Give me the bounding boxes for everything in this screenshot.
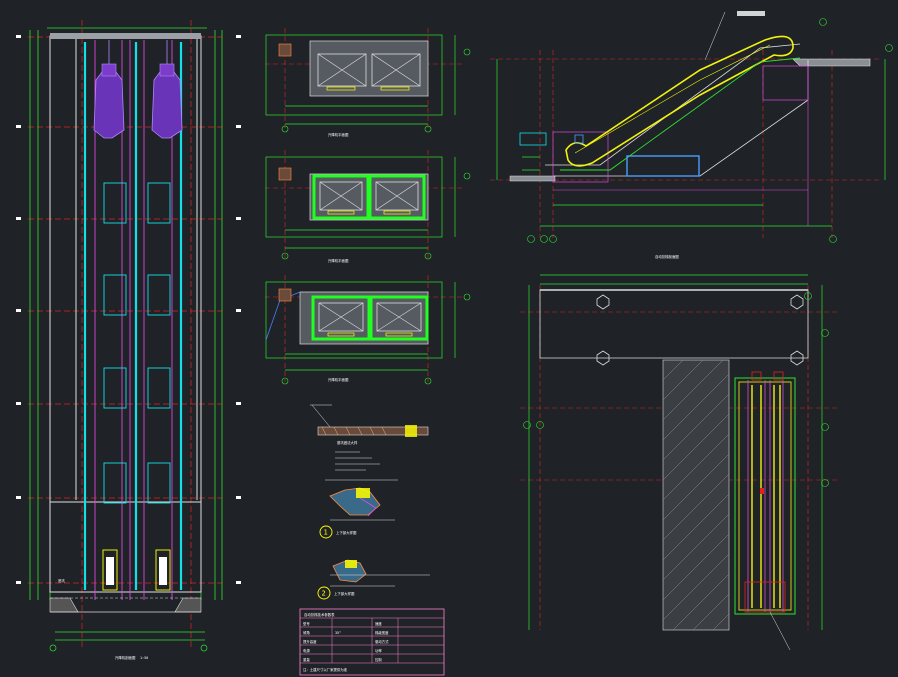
spec-table-note: 注：土建尺寸以厂家提供为准 [303, 667, 348, 672]
counterweights [102, 549, 171, 591]
escalator-section-title: 自动扶梯剖面图 [655, 254, 679, 259]
pit-detail-title: 基坑做法大样 [337, 440, 358, 445]
plan-2-title: 升降机平面图 [328, 258, 349, 263]
detail-2: 2 上下部大样图 [317, 559, 430, 600]
elevator-shaft-section: 升降机剖面图 1:50 底坑 [16, 20, 241, 660]
spec-cell: 梯级宽度 [375, 630, 389, 635]
detail-1-title: 上下部大样图 [336, 530, 357, 535]
landing-doors [103, 182, 171, 504]
elevator-section-title: 升降机剖面图 [115, 655, 136, 660]
shaft-walls [49, 35, 202, 593]
spec-cell: 35° [335, 631, 341, 635]
detail-1-number: 1 [324, 529, 328, 537]
spec-cell: 倾角 [303, 630, 310, 635]
detail-1: 1 上下部大样图 [319, 479, 398, 539]
guide-rails [83, 42, 183, 590]
top-slab [50, 33, 201, 39]
spec-table: 自动扶梯技术参数表 型号 速度 倾角 35° 梯级宽度 提升高度 驱动方式 电源… [299, 608, 445, 676]
elevator-plan-1: 升降机平面图 [265, 28, 471, 137]
spec-cell: 型号 [303, 621, 310, 626]
spec-cell: 重量 [303, 657, 310, 662]
elevator-section-scale: 1:50 [140, 656, 148, 660]
shaft-pit [49, 597, 202, 613]
elevator-plan-2: 升降机平面图 [265, 150, 471, 263]
level-marks [16, 35, 241, 584]
plan-1-title: 升降机平面图 [328, 132, 349, 137]
spec-cell: 功率 [375, 648, 382, 653]
escalator-section: 自动扶梯剖面图 [490, 11, 893, 259]
plan-3-title: 升降机平面图 [328, 377, 349, 382]
spec-cell: 提升高度 [303, 639, 317, 644]
spec-cell: 速度 [375, 621, 382, 626]
spec-cell: 驱动方式 [375, 639, 389, 644]
axis-bubble-right [200, 644, 208, 652]
pit-label: 底坑 [58, 578, 65, 583]
elevator-cab-right [151, 40, 183, 139]
spec-table-title: 自动扶梯技术参数表 [304, 612, 335, 617]
pit-detail: 基坑做法大样 [310, 404, 429, 471]
spec-cell: 电源 [303, 648, 310, 653]
detail-2-number: 2 [322, 590, 326, 598]
detail-2-title: 上下部大样图 [334, 591, 355, 596]
elevator-plan-3: 升降机平面图 [265, 275, 471, 385]
elevator-cab-left [93, 40, 125, 139]
axis-bubble-left [49, 644, 57, 652]
spec-cell: 控制 [375, 657, 382, 662]
escalator-plan [520, 274, 840, 651]
